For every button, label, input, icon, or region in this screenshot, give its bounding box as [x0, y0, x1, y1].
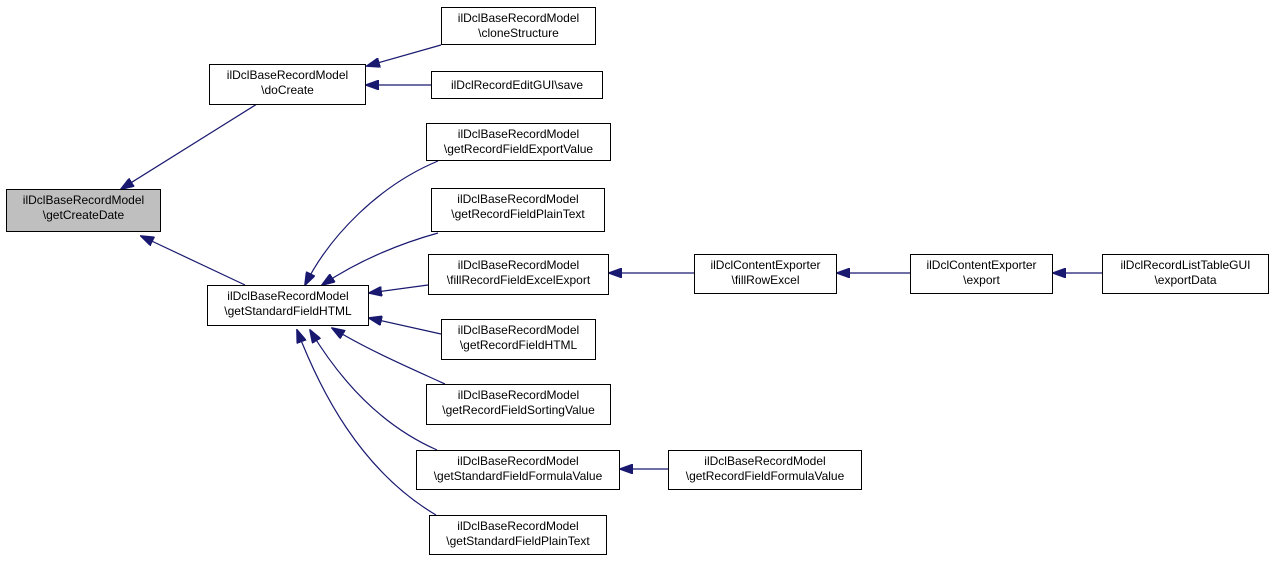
node-fillrowexcel-line2: \fillRowExcel — [731, 273, 800, 287]
node-getstandardfieldplaintext-line1: ilDclBaseRecordModel — [457, 519, 579, 533]
edge-getrecordfieldsortingvalue-to-getstandardfieldhtml — [332, 328, 446, 385]
edge-fillrecordfieldexcelexport-to-getstandardfieldhtml — [369, 284, 429, 293]
edge-getstandardfieldplaintext-to-getstandardfieldhtml — [297, 330, 437, 516]
node-clonestructure-line2: \cloneStructure — [478, 26, 559, 40]
node-getstandardfieldhtml[interactable]: ilDclBaseRecordModel \getStandardFieldHT… — [207, 285, 369, 326]
node-getrecordfieldexportvalue[interactable]: ilDclBaseRecordModel \getRecordFieldExpo… — [426, 123, 611, 161]
edge-getstandardfieldhtml-to-getcreatedate — [141, 236, 246, 286]
node-getrecordfieldhtml-line1: ilDclBaseRecordModel — [457, 323, 580, 337]
node-contentexporterexport-line1: ilDclContentExporter — [926, 258, 1037, 272]
node-getstandardfieldformulavalue[interactable]: ilDclBaseRecordModel \getStandardFieldFo… — [416, 450, 620, 490]
node-getrecordfieldformulavalue[interactable]: ilDclBaseRecordModel \getRecordFieldForm… — [668, 450, 862, 490]
node-getstandardfieldformulavalue-line2: \getStandardFieldFormulaValue — [433, 469, 603, 483]
node-getrecordfieldexportvalue-line1: ilDclBaseRecordModel — [457, 127, 580, 141]
node-getrecordfieldexportvalue-line2: \getRecordFieldExportValue — [443, 142, 594, 156]
node-docreate-line2: \doCreate — [261, 83, 314, 97]
edge-getstandardfieldformulavalue-to-getstandardfieldhtml — [310, 330, 438, 451]
node-recordlistexportdata-line1: ilDclRecordListTableGUI — [1120, 258, 1251, 272]
node-fillrowexcel[interactable]: ilDclContentExporter \fillRowExcel — [694, 254, 837, 294]
node-getstandardfieldplaintext-line2: \getStandardFieldPlainText — [446, 534, 590, 548]
node-fillrecordfieldexcelexport-line1: ilDclBaseRecordModel — [457, 258, 580, 272]
edge-getrecordfieldplaintext-to-getstandardfieldhtml — [322, 232, 439, 285]
edge-docreate-to-getcreatedate — [121, 103, 258, 189]
node-getrecordfieldsortingvalue[interactable]: ilDclBaseRecordModel \getRecordFieldSort… — [426, 384, 611, 425]
node-clonestructure[interactable]: ilDclBaseRecordModel \cloneStructure — [441, 7, 596, 45]
node-getcreatedate-line1: ilDclBaseRecordModel — [22, 193, 145, 207]
node-getrecordfieldsortingvalue-line1: ilDclBaseRecordModel — [457, 388, 580, 402]
node-fillrowexcel-line1: ilDclContentExporter — [710, 258, 821, 272]
node-getrecordfieldplaintext[interactable]: ilDclBaseRecordModel \getRecordFieldPlai… — [431, 188, 605, 232]
node-getrecordfieldhtml-line2: \getRecordFieldHTML — [459, 338, 578, 352]
node-contentexporterexport-line2: \export — [963, 273, 1000, 287]
node-getrecordfieldformulavalue-line2: \getRecordFieldFormulaValue — [685, 469, 845, 483]
node-recordeditsave[interactable]: ilDclRecordEditGUI\save — [431, 71, 603, 99]
node-docreate[interactable]: ilDclBaseRecordModel \doCreate — [209, 64, 366, 105]
node-getrecordfieldsortingvalue-line2: \getRecordFieldSortingValue — [442, 403, 595, 417]
node-fillrecordfieldexcelexport-line2: \fillRecordFieldExcelExport — [446, 273, 591, 287]
node-getrecordfieldhtml[interactable]: ilDclBaseRecordModel \getRecordFieldHTML — [441, 319, 596, 360]
node-getrecordfieldformulavalue-line1: ilDclBaseRecordModel — [704, 454, 826, 468]
node-getrecordfieldplaintext-line2: \getRecordFieldPlainText — [451, 207, 585, 221]
node-docreate-line1: ilDclBaseRecordModel — [226, 68, 349, 82]
node-recordlistexportdata-line2: \exportData — [1154, 273, 1217, 287]
node-clonestructure-line1: ilDclBaseRecordModel — [457, 11, 580, 25]
edge-getrecordfieldexportvalue-to-getstandardfieldhtml — [305, 160, 439, 285]
edge-getrecordfieldhtml-to-getstandardfieldhtml — [369, 318, 442, 335]
node-contentexporterexport[interactable]: ilDclContentExporter \export — [910, 254, 1053, 294]
node-getcreatedate-line2: \getCreateDate — [42, 208, 125, 222]
node-getstandardfieldhtml-line1: ilDclBaseRecordModel — [227, 289, 349, 303]
node-getstandardfieldplaintext[interactable]: ilDclBaseRecordModel \getStandardFieldPl… — [429, 515, 607, 555]
node-getstandardfieldhtml-line2: \getStandardFieldHTML — [224, 304, 352, 318]
node-getstandardfieldformulavalue-line1: ilDclBaseRecordModel — [457, 454, 579, 468]
node-recordeditsave-line1: ilDclRecordEditGUI\save — [450, 78, 584, 92]
edge-clonestructure-to-docreate — [367, 44, 442, 66]
node-recordlistexportdata[interactable]: ilDclRecordListTableGUI \exportData — [1102, 254, 1269, 294]
node-fillrecordfieldexcelexport[interactable]: ilDclBaseRecordModel \fillRecordFieldExc… — [428, 254, 609, 295]
node-getrecordfieldplaintext-line1: ilDclBaseRecordModel — [457, 192, 579, 206]
node-getcreatedate: ilDclBaseRecordModel \getCreateDate — [6, 189, 161, 232]
